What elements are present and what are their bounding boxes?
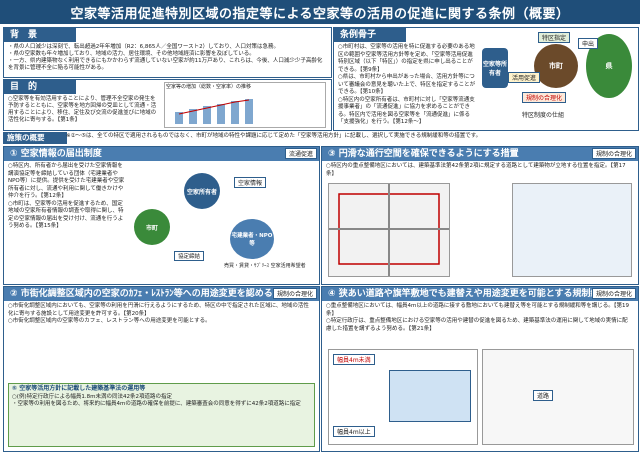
background-header: 背 景 [4,28,76,42]
label-application: 申出 [578,38,599,49]
measures-header: 施策の概要 [3,132,67,144]
label-deregulation: 規制の合理化 [522,92,567,103]
owner-block: 空家等所有者 [482,48,508,88]
diagram-city: 市町 [134,209,170,245]
measure-title-text: 空家情報の届出制度 [20,149,102,159]
road-label: 道路 [533,390,554,401]
overview-header: 条例骨子 [334,28,406,42]
measure-title-text: 空家等活用方針に記載した建築基準法の運用等 [19,385,146,392]
measure-title-2: ② 市街化調整区域内の空家のｶﾌｪ・ﾚｽﾄﾗﾝ等への用途変更を認める規制緩和 [4,287,319,301]
diagram-caption: 特区制度の仕組 [522,112,565,119]
road-after: 幅員4m以上 [333,426,375,437]
measure-num: ③ [328,149,336,159]
road-before: 幅員4m未満 [333,354,375,365]
road-width-diagram: 幅員4m未満 幅員4m以上 [328,349,478,445]
purpose-header: 目 的 [4,80,76,94]
diagram-agreement: 協定締結 [174,251,205,261]
measure-text: ○特区内の重点整備地区においては、建築基準法第42条第2項に規定する道路として建… [326,163,626,177]
measure-1-diagram: 空家所有者 市町 宅建業者・NPO等 空家情報 協定締結 売買・賃貸・ｻﾌﾞﾘｰ… [134,163,316,279]
purpose-chart: 空家等の増加（総数・空家率）の推移 [164,82,326,128]
map-image [328,183,450,277]
measure-text: ○特区内、所有者から届出を受けた空家情報を講演協定等を締結している団体（宅建業者… [8,163,125,229]
measure-item-4: ④ 狭あい道路や旗竿敷地でも建替えや用途変更を可能とする規制緩和 規制の合理化 … [321,286,639,452]
overview-section: 条例骨子 ○市町村は、空家等の活用を特に促進する必要のある地区の範囲や空家等活用… [333,27,639,131]
measure-5-box: ⑤ 空家等活用方針に記載した建築基準法の運用等 ○(例)特定行政庁による幅員1.… [8,383,315,447]
diagram-owner: 空家所有者 [184,173,220,209]
background-text: ・県の人口減少は深刻で、転出超過2年年増加（R2：6,865人／全国ワースト2）… [4,42,331,74]
background-line: ・一方、県内建築物なく利用できるにもかかわらず流通していない空家が約11万戸あり… [8,58,323,71]
background-section: 背 景 ・県の人口減少は深刻で、転出超過2年年増加（R2：6,865人／全国ワー… [3,27,332,78]
label-promote: 活用促進 [508,72,541,83]
overview-line: ○県は、市町村から申出があった場合、活用方針等について審議会の意見を聴いた上で、… [338,74,476,95]
measure-tag: 規制の合理化 [272,288,317,299]
measure-title-text: 円滑な通行空間を確保できるようにする措置 [338,149,519,159]
measure-item-3: ③ 円滑な通行空間を確保できるようにする措置 規制の合理化 ○特区内の重点整備地… [321,146,639,285]
purpose-text: ○空家等を有効活用することにより、管理不全空家の発生を予防するとともに、空家等を… [8,96,157,123]
background-line: ・県の人口減少は深刻で、転出超過2年年増加（R2：6,865人／全国ワースト2）… [8,44,280,50]
background-line: ・県の空家数も年々増加しており、地域の活力、居住環境、その他地域経済に影響を及ぼ… [8,51,255,57]
measure-title-1: ① 空家情報の届出制度 [4,147,319,161]
measure-5-title: ⑤ 空家等活用方針に記載した建築基準法の運用等 [9,384,314,393]
measure-num: ② [10,289,18,299]
page-title: 空家等活用促進特別区域の指定等による空家等の活用の促進に関する条例（概要） [0,0,640,24]
measure-num: ① [10,149,18,159]
label-designation: 特区指定 [538,32,571,43]
measure-tag: 規制の合理化 [591,148,636,159]
measure-tag: 規制の合理化 [591,288,636,299]
measures-note: ※②～⑤は、全ての特区で適用されるものではなく、市町が地域の特性や課題に応じて定… [66,133,482,139]
measure-title-4: ④ 狭あい道路や旗竿敷地でも建替えや用途変更を可能とする規制緩和 [322,287,638,301]
measure-title-text: 市街化調整区域内の空家のｶﾌｪ・ﾚｽﾄﾗﾝ等への用途変更を認める規制緩和 [20,289,309,299]
measure-num: ④ [328,289,336,299]
map-svg [329,184,449,276]
purpose-chart-caption: 空家等の増加（総数・空家率）の推移 [166,84,252,90]
measure-5-text: ○(例)特定行政庁による幅員1.8m未満の同法42条2項道路の指定 ・空家等の利… [12,394,301,407]
measure-tag: 流通促進 [284,148,317,159]
measure-title-3: ③ 円滑な通行空間を確保できるようにする措置 [322,147,638,161]
measure-title-text: 狭あい道路や旗竿敷地でも建替えや用途変更を可能とする規制緩和 [338,289,609,299]
diagram-buyer: 売買・賃貸・ｻﾌﾞﾘｰｽ 空家活用希望者 [224,263,306,269]
road-plan-diagram: 道路 [482,349,634,445]
road-diagram [512,183,632,277]
measure-item-1: ① 空家情報の届出制度 流通促進 ○特区内、所有者から届出を受けた空家情報を講演… [3,146,320,285]
overview-line: ○市町村は、空家等の活用を特に促進する必要のある地区の範囲や空家等活用方針等を定… [338,44,475,73]
diagram-npo: 宅建業者・NPO等 [230,219,274,259]
city-circle: 市町 [534,44,578,88]
measure-text: ○重点整備地区においては、幅員4m以上の道路に接する敷地においても建替え等を可能… [326,303,630,332]
measure-item-2: ② 市街化調整区域内の空家のｶﾌｪ・ﾚｽﾄﾗﾝ等への用途変更を認める規制緩和 規… [3,286,320,452]
purpose-chart-svg [175,99,253,124]
diagram-info: 空家情報 [234,177,267,188]
overview-line: ○特区内の空家所有者は、市町村に対し「空家等流通支援事業者」の「流通促進」に協力… [338,96,475,126]
building-block [389,370,471,422]
overview-text: ○市町村は、空家等の活用を特に促進する必要のある地区の範囲や空家等活用方針等を定… [334,42,480,129]
measure-num: ⑤ [12,385,18,392]
measure-text: ○市街化調整区域内においても、空家等の利用を円滑に行えるようにするため、特区の中… [8,303,309,324]
overview-diagram: 空家等所有者 市町 県 活用促進 申出 規制の合理化 特区指定 特区制度の仕組 [482,32,634,126]
purpose-section: 目 的 ○空家等を有効活用することにより、管理不全空家の発生を予防するとともに、… [3,79,332,131]
